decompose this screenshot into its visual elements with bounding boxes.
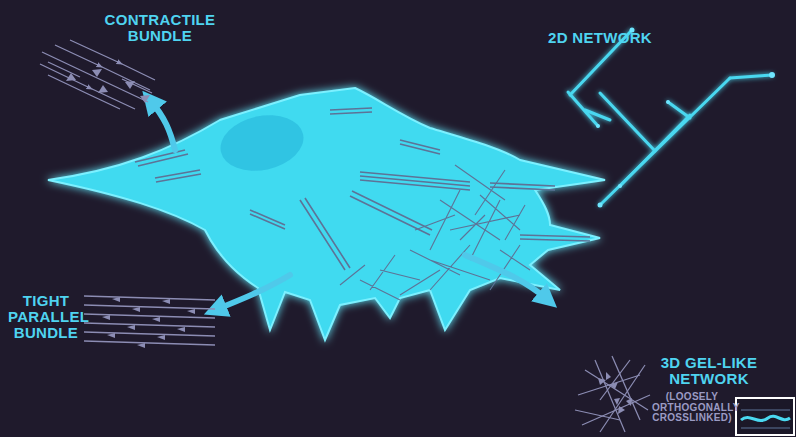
tight-parallel-bundle-icon <box>84 296 215 345</box>
gel-arrowheads <box>598 372 632 414</box>
gel-network-icon <box>575 356 650 432</box>
bundle-label: TIGHT PARALLEL BUNDLE <box>8 293 84 340</box>
actin-bundles <box>135 108 590 270</box>
contractile-bundle-icon <box>40 40 155 109</box>
nucleus <box>215 108 308 178</box>
bundle-label: CONTRACTILE BUNDLE <box>100 12 220 44</box>
parallel-arrowheads <box>102 297 195 348</box>
actin-mesh <box>340 165 530 300</box>
note-text: (LOOSELY ORTHOGONALLY CROSSLINKED) <box>652 392 732 424</box>
network-label: 2D NETWORK <box>530 30 670 46</box>
2d-network-icon <box>568 30 772 205</box>
network-label: 3D GEL-LIKE NETWORK <box>652 355 766 387</box>
inset-thumbnail <box>736 398 794 435</box>
pointer-arrows <box>150 100 548 310</box>
contractile-arrowheads <box>66 69 150 103</box>
network-ends <box>596 28 775 208</box>
cell-body <box>48 88 605 340</box>
